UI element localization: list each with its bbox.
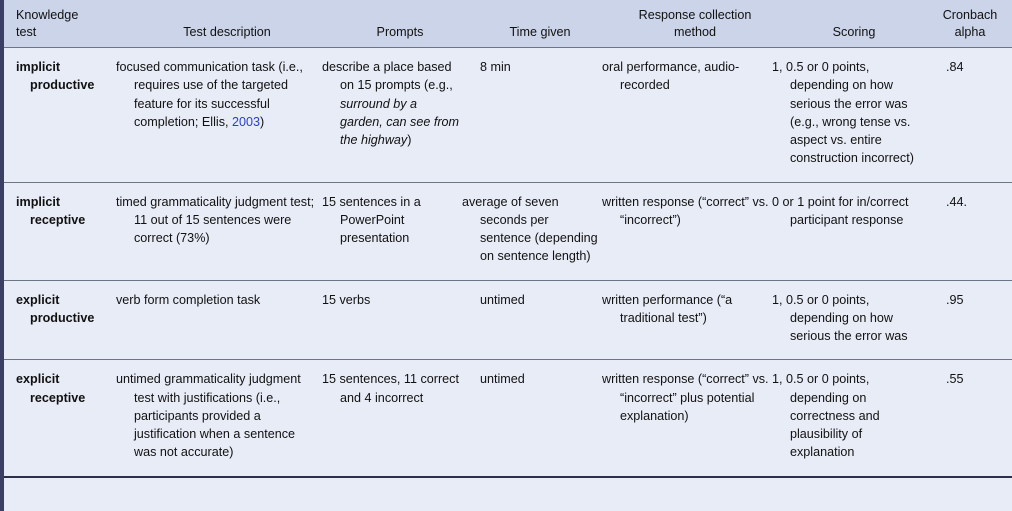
column-header-cronbach-alpha: Cronbach alpha (928, 0, 1012, 48)
cell-time-given: 8 min (470, 47, 610, 183)
knowledge-test-table: Knowledge test Test description Prompts … (0, 0, 1012, 478)
column-header-line2: test (16, 25, 37, 39)
cell-time-given: untimed (470, 280, 610, 361)
cell-prompts: 15 sentences, 11 correct and 4 incorrect (322, 359, 470, 478)
cell-scoring: 0 or 1 point for in/correct participant … (772, 182, 928, 281)
knowledge-test-line1: implicit (16, 194, 61, 209)
cell-knowledge-test: explicit productive (0, 280, 124, 361)
column-header-knowledge-test: Knowledge test (0, 0, 124, 48)
cell-test-description: untimed grammaticality judgment test wit… (116, 359, 330, 478)
knowledge-test-line1: explicit (16, 372, 60, 387)
knowledge-test-line2: receptive (30, 212, 86, 227)
cell-prompts: describe a place based on 15 prompts (e.… (322, 47, 470, 183)
column-header-line1: Knowledge (16, 8, 79, 22)
column-header-scoring: Scoring (780, 0, 928, 48)
cell-prompts: 15 verbs (322, 280, 470, 361)
column-header-response-collection-method: Response collection method (610, 0, 780, 48)
column-header-test-description: Test description (124, 0, 330, 48)
table-body: implicit productive focused communicatio… (0, 47, 1012, 478)
table-row: explicit productive verb form completion… (0, 280, 1012, 361)
column-header-line1: Cronbach (942, 8, 998, 22)
cell-scoring: 1, 0.5 or 0 points, depending on how ser… (772, 47, 928, 183)
cell-response-collection-method: written response (“correct” vs. “incorre… (602, 359, 780, 478)
column-header-time-given: Time given (470, 0, 610, 48)
knowledge-test-line2: productive (30, 78, 95, 93)
cell-scoring: 1, 0.5 or 0 points, depending on correct… (772, 359, 928, 478)
column-header-line2: Scoring (832, 25, 876, 39)
knowledge-test-line1: explicit (16, 292, 60, 307)
page-left-edge-bar (0, 0, 4, 511)
cell-cronbach-alpha: .84 (928, 47, 1012, 183)
description-text-post: ) (260, 114, 265, 129)
prompts-text-post: ) (407, 133, 412, 147)
column-header-line1: Response collection (638, 8, 752, 22)
table-header-row: Knowledge test Test description Prompts … (0, 0, 1012, 48)
cell-response-collection-method: oral performance, audio-recorded (602, 47, 780, 183)
cell-time-given: average of seven seconds per sentence (d… (462, 182, 610, 281)
table-row: implicit receptive timed grammaticality … (0, 182, 1012, 281)
cell-time-given: untimed (470, 359, 610, 478)
knowledge-test-line2: receptive (30, 390, 86, 405)
prompts-text: describe a place based on 15 prompts (e.… (322, 60, 453, 93)
knowledge-test-line1: implicit (16, 60, 61, 74)
cell-test-description: verb form completion task (116, 280, 330, 361)
cell-cronbach-alpha: .44. (928, 182, 1012, 281)
cell-knowledge-test: implicit receptive (0, 182, 124, 281)
cell-cronbach-alpha: .55 (928, 359, 1012, 478)
cell-knowledge-test: implicit productive (0, 47, 124, 183)
table-row: implicit productive focused communicatio… (0, 47, 1012, 183)
column-header-line2: alpha (954, 25, 986, 39)
cell-prompts: 15 sentences in a PowerPoint presentatio… (322, 182, 470, 281)
knowledge-test-line2: productive (30, 310, 95, 325)
table-header: Knowledge test Test description Prompts … (0, 0, 1012, 48)
table-row: explicit receptive untimed grammaticalit… (0, 359, 1012, 478)
cell-knowledge-test: explicit receptive (0, 359, 124, 478)
cell-cronbach-alpha: .95 (928, 280, 1012, 361)
column-header-line2: Time given (509, 25, 571, 39)
column-header-line2: Test description (183, 25, 271, 39)
cell-test-description: timed grammaticality judgment test; 11 o… (116, 182, 330, 281)
column-header-line2: method (673, 25, 716, 39)
column-header-line2: Prompts (376, 25, 424, 39)
description-text: focused communication task (i.e., requir… (116, 60, 303, 129)
citation-link-ellis-2003[interactable]: 2003 (232, 114, 261, 129)
cell-test-description: focused communication task (i.e., requir… (116, 47, 330, 183)
cell-scoring: 1, 0.5 or 0 points, depending on how ser… (772, 280, 928, 361)
cell-response-collection-method: written performance (“a traditional test… (602, 280, 780, 361)
prompts-example-italic: surround by a garden, can see from the h… (340, 96, 460, 148)
column-header-prompts: Prompts (330, 0, 470, 48)
cell-response-collection-method: written response (“correct” vs. “incorre… (602, 182, 780, 281)
